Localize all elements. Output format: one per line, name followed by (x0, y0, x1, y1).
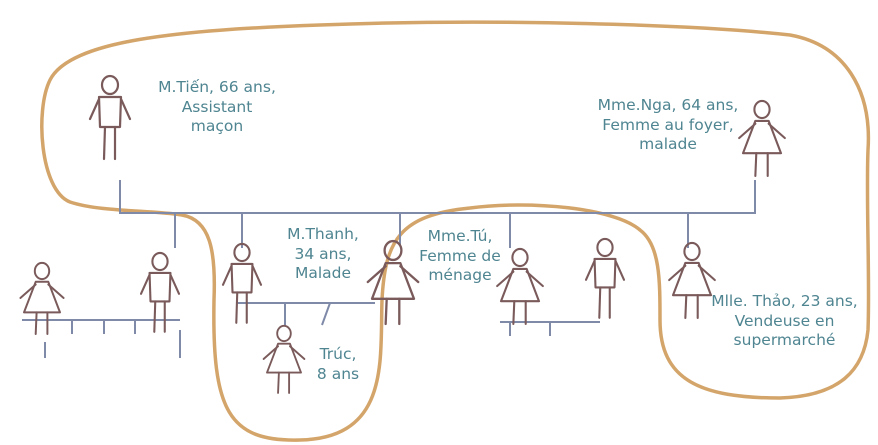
outer-male-male-figure-icon (139, 251, 181, 333)
middle-male-male-figure-icon (584, 237, 626, 319)
kinship-lines (22, 180, 756, 358)
thao-female-figure-icon (668, 241, 716, 320)
tien-male-figure-icon (88, 74, 132, 161)
tu-female-figure-icon (366, 239, 420, 326)
figures (19, 74, 786, 394)
middle-female-female-figure-icon (496, 247, 544, 326)
nga-female-figure-icon (738, 99, 786, 178)
outer-female-female-figure-icon (19, 261, 65, 335)
label-thanh: M.Thanh,34 ans,Malade (287, 225, 359, 282)
label-truc: Trúc,8 ans (316, 345, 360, 383)
household-outline (40, 20, 871, 442)
truc-female-figure-icon (262, 324, 306, 394)
thanh-male-figure-icon (221, 242, 263, 324)
label-nga: Mme.Nga, 64 ans,Femme au foyer,malade (597, 96, 739, 153)
